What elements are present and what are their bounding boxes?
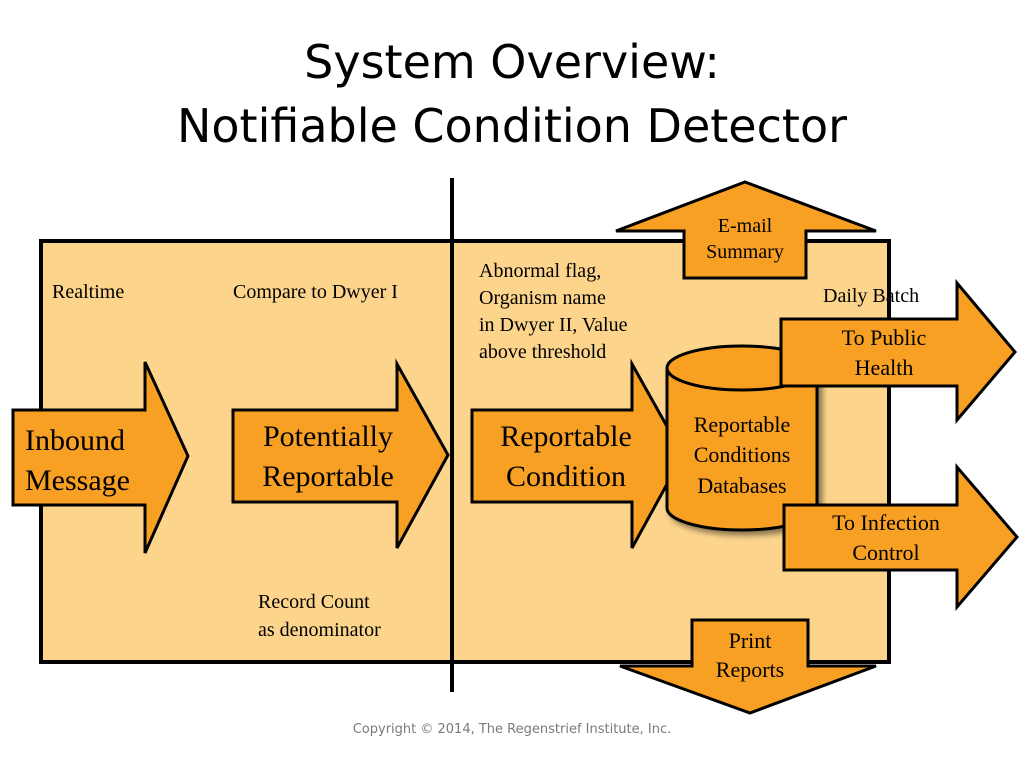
- inbound-message-arrow: Inbound Message: [11, 361, 190, 554]
- database-line-1: Reportable: [694, 412, 791, 437]
- infection-line-2: Control: [852, 540, 919, 565]
- title-line-2: Notifiable Condition Detector: [176, 99, 847, 153]
- criteria-line-2: Organism name: [479, 287, 606, 309]
- inbound-line-2: Message: [25, 464, 130, 497]
- print-reports-arrow: Print Reports: [619, 618, 877, 715]
- criteria-line-1: Abnormal flag,: [479, 260, 601, 282]
- print-reports-line-2: Reports: [716, 657, 784, 682]
- public-health-line-1: To Public: [842, 325, 927, 350]
- reportable-line-2: Condition: [506, 460, 626, 493]
- to-public-health-arrow: To Public Health: [779, 278, 1017, 425]
- infection-line-1: To Infection: [832, 510, 940, 535]
- reportable-condition-arrow: Reportable Condition: [470, 358, 685, 549]
- to-infection-control-arrow: To Infection Control: [782, 462, 1019, 612]
- database-line-2: Conditions: [694, 442, 791, 467]
- criteria-line-3: in Dwyer II, Value: [479, 314, 628, 336]
- database-line-3: Databases: [697, 473, 786, 498]
- slide-title: System Overview: Notifiable Condition De…: [0, 30, 1024, 158]
- daily-batch-label: Daily Batch: [823, 285, 919, 307]
- email-summary-line-2: Summary: [706, 241, 784, 263]
- public-health-line-2: Health: [855, 355, 914, 380]
- email-summary-line-1: E-mail: [718, 215, 773, 237]
- realtime-label: Realtime: [52, 281, 124, 303]
- potentially-line-2: Reportable: [262, 460, 394, 493]
- email-summary-arrow: E-mail Summary: [615, 180, 877, 280]
- record-count-line-2: as denominator: [258, 619, 381, 641]
- reportable-line-1: Reportable: [500, 420, 632, 453]
- inbound-line-1: Inbound: [25, 424, 125, 457]
- potentially-reportable-arrow: Potentially Reportable: [231, 358, 450, 549]
- compare-label: Compare to Dwyer I: [233, 281, 398, 303]
- title-line-1: System Overview:: [304, 35, 720, 89]
- print-reports-line-1: Print: [729, 628, 772, 653]
- record-count-line-1: Record Count: [258, 591, 370, 613]
- criteria-line-4: above threshold: [479, 341, 606, 363]
- potentially-line-1: Potentially: [263, 420, 393, 453]
- copyright-notice: Copyright © 2014, The Regenstrief Instit…: [352, 722, 672, 737]
